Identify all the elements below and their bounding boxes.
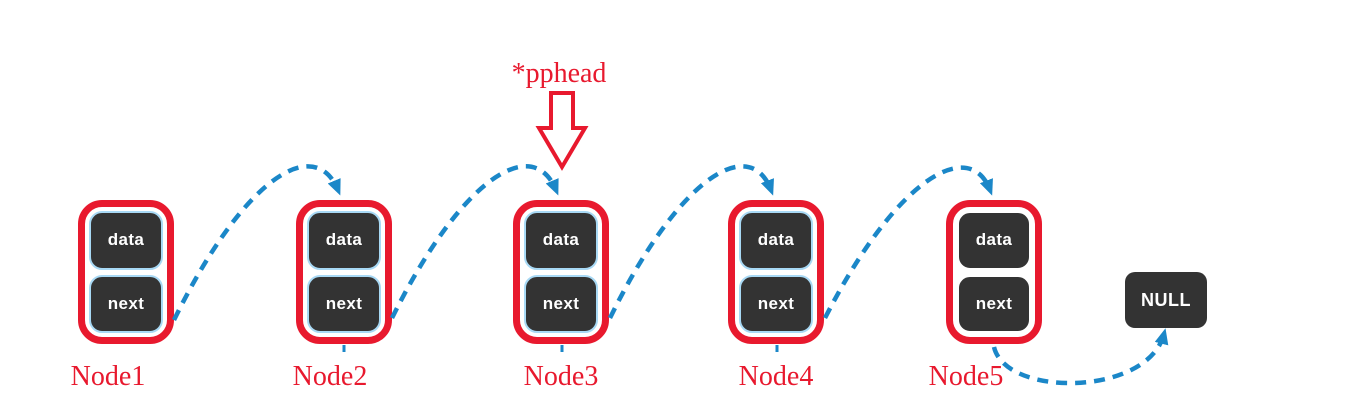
- node-field-next: next: [89, 274, 163, 333]
- list-node: data next Node3: [513, 200, 609, 393]
- node-label: Node1: [70, 361, 146, 392]
- node-box: data next: [946, 200, 1042, 344]
- node-field-next: next: [739, 274, 813, 333]
- node-field-data: data: [524, 211, 598, 270]
- node-box: data next: [728, 200, 824, 344]
- null-pointer-box: NULL: [1125, 272, 1207, 328]
- node-field-data: data: [307, 211, 381, 270]
- node-field-next: next: [307, 274, 381, 333]
- node-field-data: data: [957, 211, 1031, 270]
- node-box: data next: [513, 200, 609, 344]
- node-field-data: data: [89, 211, 163, 270]
- list-node: data next Node5: [929, 200, 1042, 393]
- list-node: data next Node2: [293, 200, 392, 393]
- node-box: data next: [296, 200, 392, 344]
- node-label: Node2: [292, 361, 368, 392]
- node-label: Node3: [523, 361, 599, 392]
- list-node: data next Node4: [728, 200, 824, 393]
- node-box: data next: [78, 200, 174, 344]
- pphead-arrow-icon: [535, 91, 589, 171]
- node-field-data: data: [739, 211, 813, 270]
- list-node: data next Node1: [71, 200, 174, 393]
- pphead-label: *pphead: [511, 58, 607, 89]
- node-label: Node5: [928, 361, 1004, 392]
- node-field-next: next: [957, 274, 1031, 333]
- node-label: Node4: [738, 361, 814, 392]
- node-field-next: next: [524, 274, 598, 333]
